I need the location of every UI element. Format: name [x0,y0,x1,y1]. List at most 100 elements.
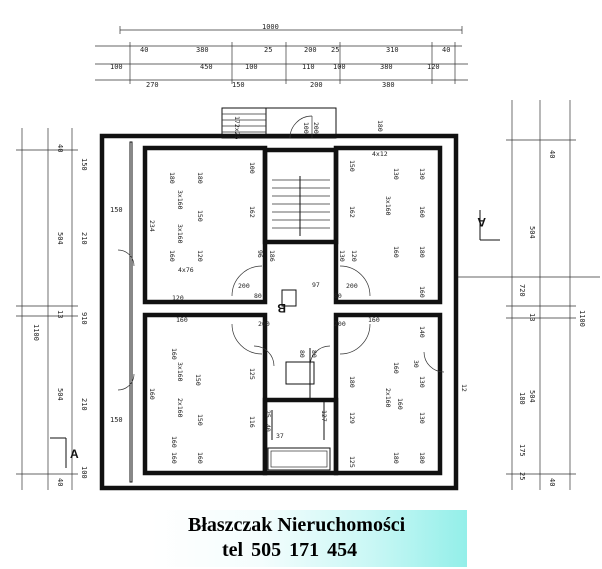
left-dim-total: 1100 [32,324,40,341]
right-dim-total: 1100 [578,310,586,327]
room-dim: 120 [196,250,204,262]
stairs [272,176,330,236]
left-dim: 210 [80,232,88,245]
room-dim: 129 [348,412,356,424]
room-dim: 160 [170,348,178,360]
room-dim: 160 [418,206,426,218]
bathtub-inner [270,450,328,468]
agency-phone: tel 505 171 454 [222,539,358,561]
room-dim: 4x76 [178,266,194,274]
hall-dim: 200 [346,282,358,290]
room-dim: 2x160 [384,388,392,408]
room-dim: 150 [348,160,356,172]
hall-dim: 80 [334,292,342,300]
porch-label: 172x25 [233,116,241,140]
room-dim: 96 [256,250,264,258]
left-dim: 40 [56,144,64,152]
room-dim: 160 [196,452,204,464]
room-dim: 150 [196,210,204,222]
top-dimension-lines [95,26,468,84]
left-dim: 504 [56,388,64,401]
right-dim: 504 [528,226,536,239]
bathroom-dim: 25 [264,410,272,418]
room-dim: 180 [418,452,426,464]
room-dim: 160 [396,398,404,410]
bathroom-dim: 37 [276,432,284,440]
room-dim: 30 [412,360,420,368]
room-dim: 130 [418,376,426,388]
room-dim: 130 [392,168,400,180]
room-dim: 2x160 [176,398,184,418]
room-dim: 100 [248,162,256,174]
left-dim: 210 [80,398,88,411]
left-dim: 150 [80,158,88,171]
left-dim: 504 [56,232,64,245]
room-dim: 180 [392,452,400,464]
section-mark-left: A [70,447,79,461]
top-dim: 100 [245,63,258,71]
top-dim: 40 [140,46,148,54]
hall-dim: 80 [310,350,318,358]
hall-dim: 80 [254,292,262,300]
section-mark-b-box [281,289,297,307]
room-dim: 116 [248,416,256,428]
right-dim: 40 [548,150,556,158]
room-dim: 125 [348,456,356,468]
room-dim: 3x160 [176,190,184,210]
floor-plan-drawing: 1000 40 380 25 200 25 310 40 100 450 100… [16,23,600,491]
top-dim: 200 [304,46,317,54]
top-dim: 450 [200,63,213,71]
room-dim: 160 [368,316,380,324]
room-dim: 180 [418,246,426,258]
top-dim: 150 [232,81,245,89]
room-dim: 160 [148,388,156,400]
room-dim: 160 [392,246,400,258]
top-dim: 120 [427,63,440,71]
entrance-door-swing [289,115,313,139]
room-dim: 162 [248,206,256,218]
porch-steps [222,113,266,133]
right-dim: 13 [528,313,536,321]
left-window-dim: 150 [110,416,123,424]
room-dim: 150 [194,374,202,386]
room-dim: 4x12 [372,150,388,158]
top-dim: 25 [264,46,272,54]
right-dim: 175 [518,444,526,457]
left-dim: 40 [56,478,64,486]
room-dim: 3x160 [384,196,392,216]
agency-banner: Błaszczak Nieruchomości tel 505 171 454 [151,510,467,567]
right-dimension-lines [506,100,576,490]
hall-dim: 200 [238,282,250,290]
room-dim: 160 [170,436,178,448]
room-dim: 234 [148,220,156,232]
room-dim: 180 [196,172,204,184]
bathtub [267,447,331,471]
room-dim: 125 [248,368,256,380]
hall-dim: 200 [334,320,346,328]
room-dim: 180 [348,376,356,388]
bathroom-dim: 127 [320,410,328,422]
left-dim: 100 [80,466,88,479]
hall-dim: 80 [298,350,306,358]
entrance-dim: 200 [312,122,320,134]
top-dim-total: 1000 [262,23,279,31]
right-dim: 720 [518,284,526,297]
top-dim: 100 [333,63,346,71]
room-dim: 160 [170,452,178,464]
left-window-dim: 150 [110,206,123,214]
room-dim: 180 [376,120,384,132]
top-dim: 380 [382,81,395,89]
room-dim: 130 [418,168,426,180]
room-dim: 160 [418,286,426,298]
agency-name: Błaszczak Nieruchomości [188,514,406,536]
top-dim: 310 [386,46,399,54]
room-dim: 120 [172,294,184,302]
room-dim: 160 [392,362,400,374]
top-dim: 380 [196,46,209,54]
top-dim: 40 [442,46,450,54]
top-dim: 380 [380,63,393,71]
room-dim: 3x160 [176,224,184,244]
room-dim: 160 [176,316,188,324]
room-dim: 162 [348,206,356,218]
